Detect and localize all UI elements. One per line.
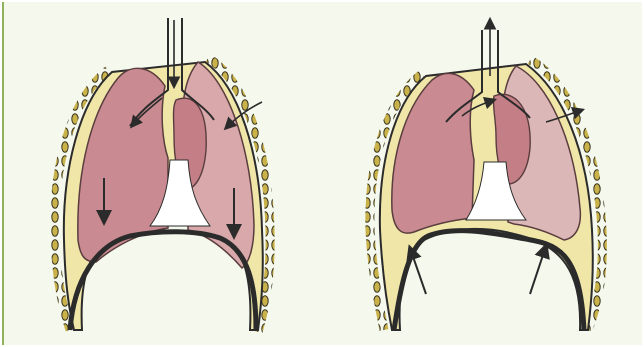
right-up-arrow-2 <box>530 246 546 294</box>
inspiration-panel <box>55 18 270 332</box>
right-up-arrow-1 <box>410 248 426 294</box>
right-panel-diaphragm <box>394 231 584 330</box>
expiration-panel <box>370 20 603 330</box>
